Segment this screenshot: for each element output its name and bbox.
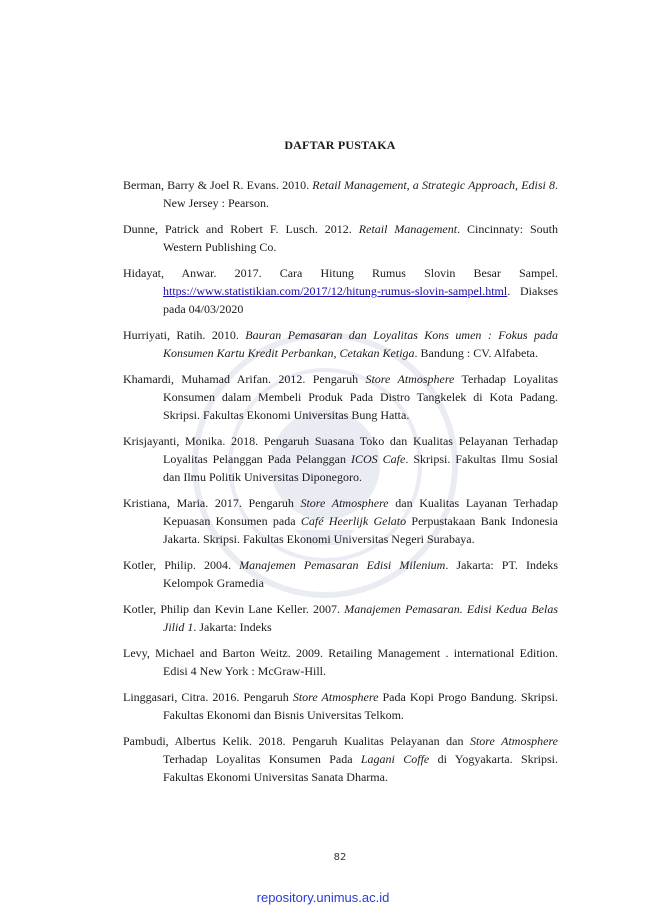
reference-entry: Khamardi, Muhamad Arifan. 2012. Pengaruh… bbox=[123, 372, 559, 422]
reference-entry: Hidayat, Anwar. 2017. Cara Hitung Rumus … bbox=[123, 266, 558, 316]
reference-entry: Berman, Barry & Joel R. Evans. 2010. Ret… bbox=[123, 178, 558, 210]
reference-entry: Hurriyati, Ratih. 2010. Bauran Pemasaran… bbox=[123, 328, 558, 360]
reference-entry: Pambudi, Albertus Kelik. 2018. Pengaruh … bbox=[123, 734, 558, 784]
reference-entry: Kotler, Philip dan Kevin Lane Keller. 20… bbox=[123, 602, 558, 634]
page-title: DAFTAR PUSTAKA bbox=[284, 138, 396, 152]
reference-entry: Kotler, Philip. 2004. Manajemen Pemasara… bbox=[123, 558, 558, 590]
reference-link[interactable]: https://www.statistikian.com/2017/12/hit… bbox=[163, 284, 508, 298]
reference-entry: Levy, Michael and Barton Weitz. 2009. Re… bbox=[123, 646, 558, 678]
reference-entry: Krisjayanti, Monika. 2018. Pengaruh Suas… bbox=[123, 434, 558, 484]
reference-list: Berman, Barry & Joel R. Evans. 2010. Ret… bbox=[123, 176, 558, 794]
reference-entry: Dunne, Patrick and Robert F. Lusch. 2012… bbox=[123, 222, 558, 254]
page-number: 82 bbox=[333, 852, 347, 863]
repository-footer: repository.unimus.ac.id bbox=[256, 890, 390, 905]
reference-entry: Linggasari, Citra. 2016. Pengaruh Store … bbox=[123, 690, 558, 722]
reference-entry: Kristiana, Maria. 2017. Pengaruh Store A… bbox=[123, 496, 559, 546]
